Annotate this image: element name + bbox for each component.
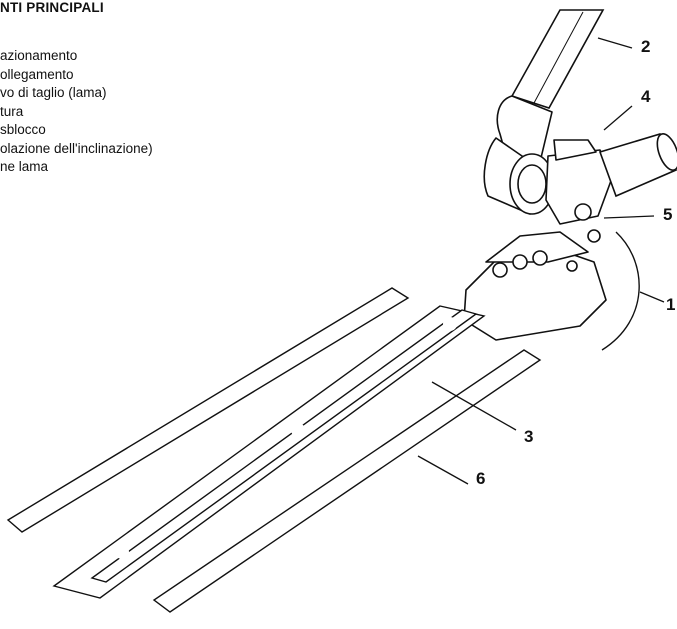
shaft-tube — [510, 9, 605, 109]
legend-item: olazione dell'inclinazione) — [0, 140, 153, 156]
blade-assembly — [6, 287, 542, 613]
parts-legend: azionamento ollegamento vo di taglio (la… — [0, 47, 153, 177]
gear-head — [483, 95, 613, 243]
legend-item: sblocco — [0, 122, 46, 137]
grip-knob — [598, 133, 677, 198]
legend-item: ollegamento — [0, 66, 74, 82]
legend-item: vo di taglio (lama) — [0, 85, 107, 100]
callout-6: 6 — [476, 469, 486, 488]
callout-1: 1 — [666, 295, 676, 314]
legend-item: ne lama — [0, 159, 49, 174]
section-heading: NTI PRINCIPALI — [0, 0, 104, 15]
legend-item: azionamento — [0, 48, 78, 63]
tilt-arc — [601, 231, 640, 351]
callout-leaders — [417, 37, 665, 485]
callout-4: 4 — [641, 87, 651, 106]
callout-5: 5 — [663, 205, 673, 224]
legend-item: tura — [0, 103, 24, 119]
callout-2: 2 — [641, 37, 651, 56]
callout-3: 3 — [524, 427, 534, 446]
lower-gearbox — [463, 231, 607, 341]
